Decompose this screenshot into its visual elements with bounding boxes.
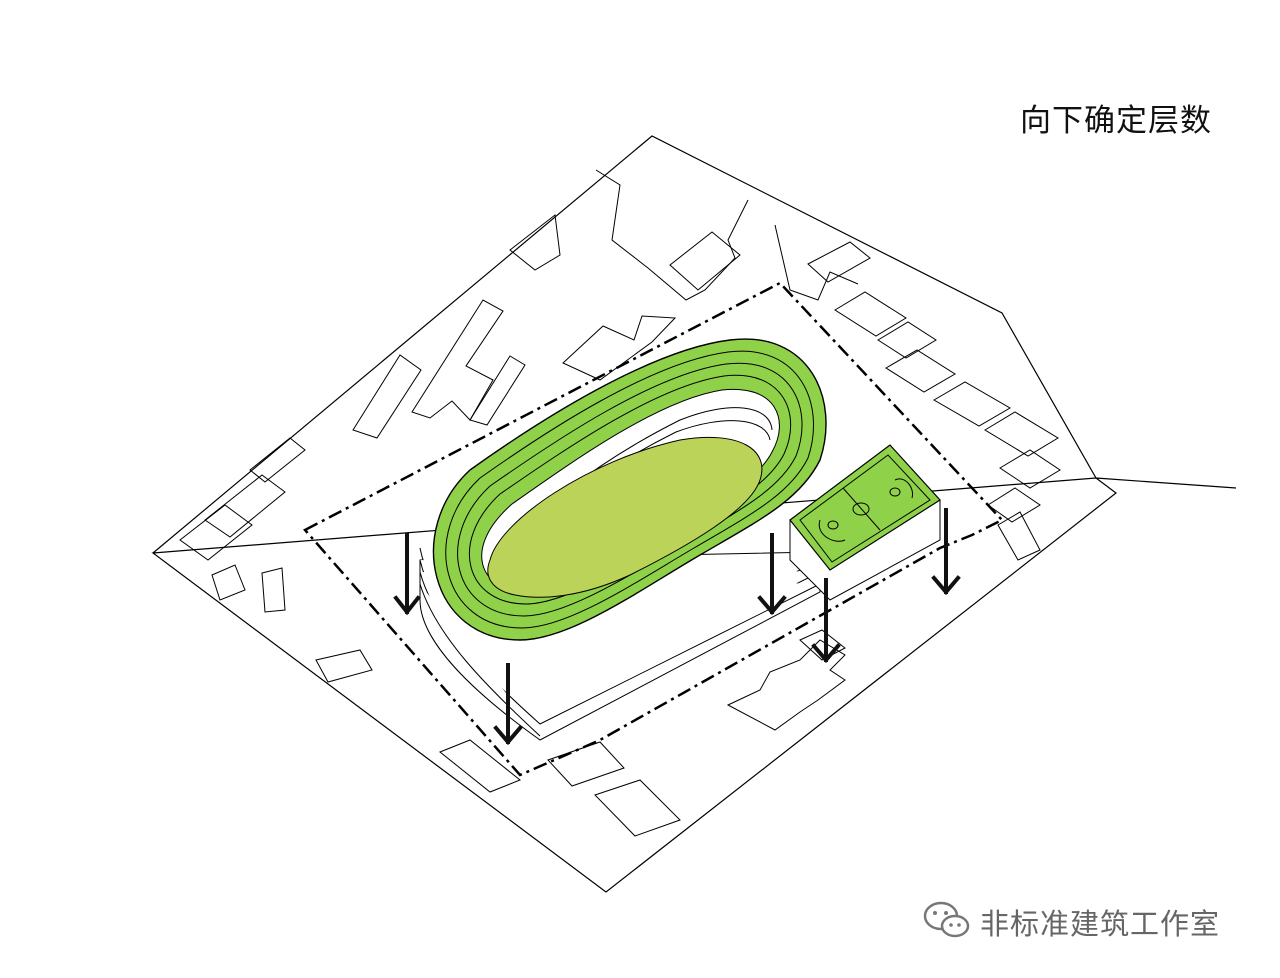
- down-arrow: [931, 508, 961, 596]
- football-field: [487, 436, 763, 598]
- down-arrow: [393, 533, 421, 616]
- down-arrow: [811, 578, 841, 664]
- watermark-text: 非标准建筑工作室: [980, 907, 1221, 941]
- down-arrow: [757, 533, 787, 616]
- down-arrow: [493, 663, 523, 746]
- down-arrows: [393, 508, 961, 746]
- watermark: 非标准建筑工作室: [922, 900, 1220, 944]
- project-boundary: [303, 281, 1005, 777]
- diagram-title: 向下确定层数: [1020, 103, 1212, 139]
- basketball-court: [799, 454, 931, 563]
- context-buildings: [179, 169, 1061, 837]
- basketball-court-block: [789, 444, 941, 601]
- wechat-icon: [922, 899, 972, 945]
